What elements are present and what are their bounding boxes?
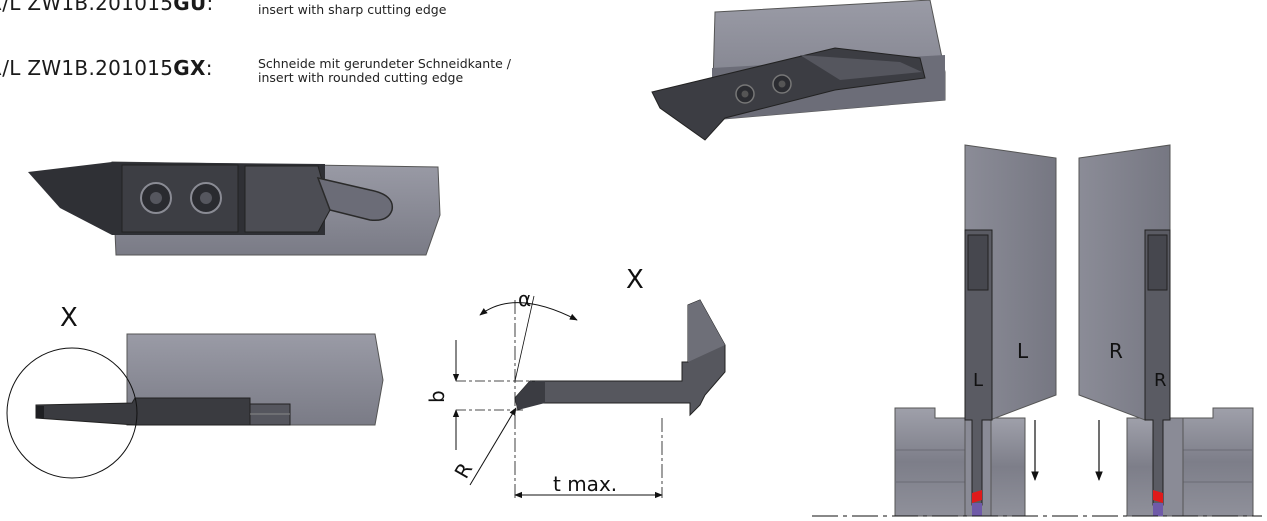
label-left-insert: L [973, 370, 983, 391]
variant-code-suffix: GU [173, 0, 207, 15]
variant-code-colon: : [206, 0, 214, 15]
variant-desc-line1: Schneide mit gerundeter Schneidkante / [258, 56, 512, 71]
dim-b-label: b [425, 390, 449, 403]
variant-code-gx: R/L ZW1B.201015GX: [0, 56, 213, 80]
variant-desc-gx: Schneide mit gerundeter Schneidkante / i… [258, 57, 511, 85]
variant-code-suffix: GX [173, 56, 206, 80]
variant-code-prefix: R/L ZW1B.201015 [0, 0, 174, 15]
label-right-holder: R [1109, 339, 1123, 363]
variant-desc-line2: insert with sharp cutting edge [258, 2, 447, 17]
detail-title: X [626, 265, 644, 295]
holder-side-view [28, 161, 441, 256]
variant-desc-gu: insert with sharp cutting edge [258, 3, 446, 17]
lr-holders-view [812, 144, 1262, 517]
variant-desc-line2: insert with rounded cutting edge [258, 70, 464, 85]
detail-x-view [452, 295, 726, 499]
holder-top-view [6, 333, 384, 479]
label-right-insert: R [1154, 370, 1167, 391]
label-left-holder: L [1017, 339, 1029, 363]
holder-3d-view [651, 0, 946, 141]
variant-code-gu: R/L ZW1B.201015GU: [0, 0, 214, 15]
detail-marker-label: X [60, 303, 78, 333]
variant-code-prefix: R/L ZW1B.201015 [0, 56, 174, 80]
variant-code-colon: : [205, 56, 213, 80]
dim-tmax-label: t max. [553, 472, 617, 496]
dim-alpha-label: α [518, 287, 531, 311]
